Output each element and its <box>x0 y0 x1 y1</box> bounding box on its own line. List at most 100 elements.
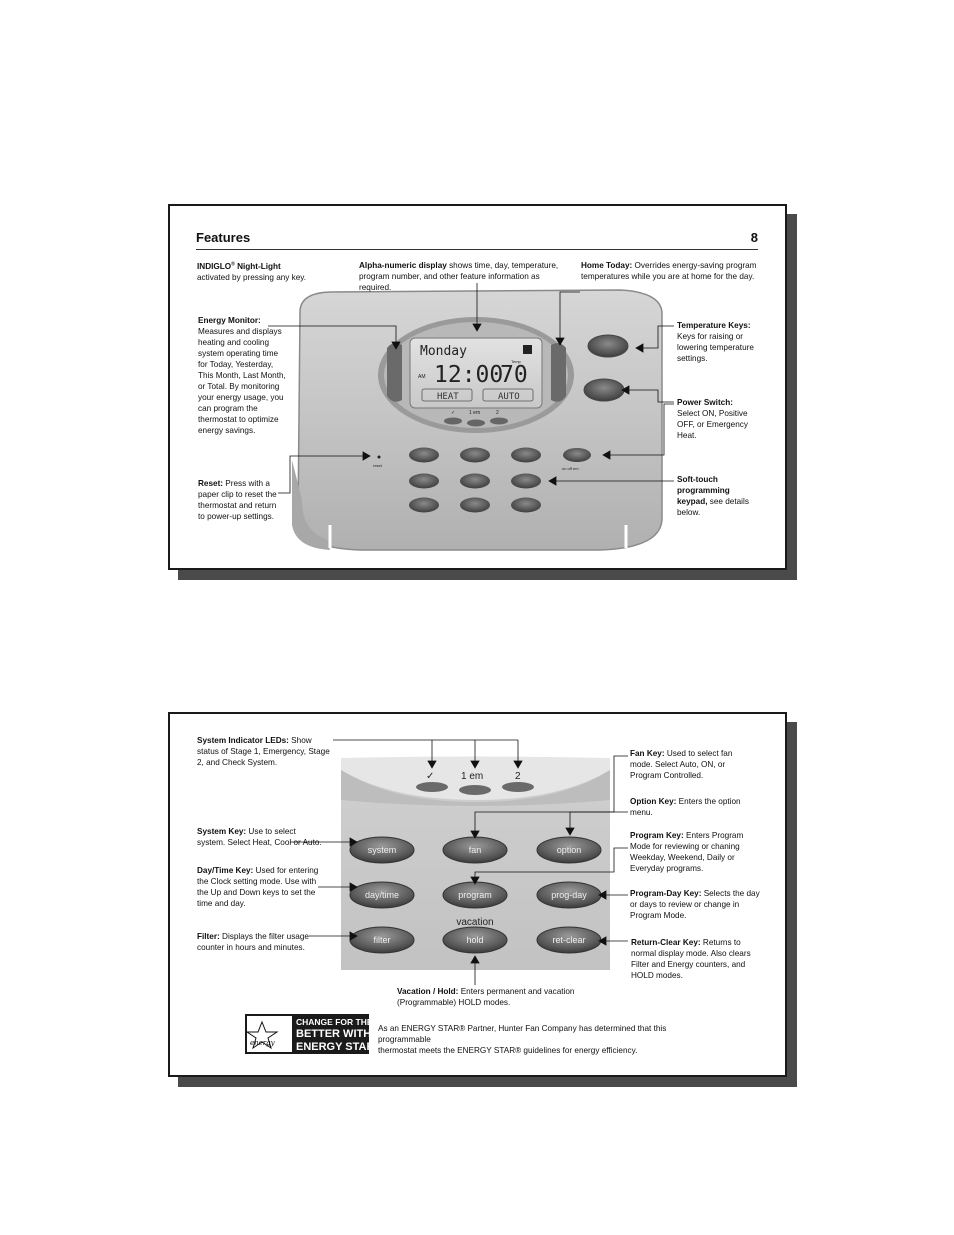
reset-desc: Press with a paper clip to reset the the… <box>198 479 277 521</box>
lcd-mode: HEAT <box>437 392 459 402</box>
progday-title: Program-Day Key: <box>630 889 702 898</box>
option-key-callout: Option Key: Enters the option menu. <box>630 796 750 818</box>
lcd-display <box>409 337 543 409</box>
led-stage1 <box>416 782 448 792</box>
filter-key-label: filter <box>373 935 390 945</box>
lcd-fan: AUTO <box>498 392 520 402</box>
home-today-callout: Home Today: Overrides energy-saving prog… <box>581 260 761 282</box>
leds-desc: Show status of Stage 1, Emergency, Stage… <box>197 736 330 767</box>
option-title: Option Key: <box>630 797 677 806</box>
retclear-desc: Returns to normal display mode. Also cle… <box>631 938 751 980</box>
energy-star-statement: As an ENERGY STAR® Partner, Hunter Fan C… <box>378 1023 718 1056</box>
system-leds-callout: System Indicator LEDs: Show status of St… <box>197 735 333 768</box>
indiglo-title-2: Night-Light <box>234 261 281 271</box>
led-label-em-2: 1 em <box>461 771 483 782</box>
page-title: Features <box>196 230 251 245</box>
page-number: 8 <box>750 230 758 245</box>
reset-callout: Reset: Press with a paper clip to reset … <box>198 478 282 522</box>
led-stage2 <box>502 782 534 792</box>
reset-title: Reset: <box>198 479 224 488</box>
energy-star-script: energy <box>250 1039 276 1047</box>
energy-star-logo: energy CHANGE FOR THE BETTER WITH ENERGY… <box>245 1014 374 1054</box>
indiglo-title: INDIGLO <box>197 261 232 271</box>
program-key-label: program <box>458 890 492 900</box>
power-title: Power Switch: <box>677 398 733 407</box>
lcd-temp: 70 <box>500 362 528 388</box>
power-labels: on off em <box>562 466 579 471</box>
energy-monitor-callout: Energy Monitor: Measures and displays he… <box>198 315 288 436</box>
led-emergency <box>459 785 491 795</box>
daytime-key[interactable] <box>349 881 415 909</box>
led-label-check: ✓ <box>451 410 455 416</box>
retclear-key-callout: Return-Clear Key: Returns to normal disp… <box>631 937 753 981</box>
daytime-key-label: day/time <box>365 890 399 900</box>
hold-key[interactable] <box>442 926 508 954</box>
fan-key-callout: Fan Key: Used to select fan mode. Select… <box>630 748 756 781</box>
soft-title: Soft-touch programming keypad, <box>677 475 730 506</box>
filter-desc: Displays the filter usage counter in hou… <box>197 932 309 952</box>
lcd-time: 12:00 <box>434 362 503 388</box>
retclear-key-label: ret-clear <box>552 935 585 945</box>
system-desc: Use to select system. Select Heat, Cool … <box>197 827 322 847</box>
progday-key-callout: Program-Day Key: Selects the day or days… <box>630 888 760 921</box>
hold-key-label: hold <box>466 935 483 945</box>
program-key-callout: Program Key: Enters Program Mode for rev… <box>630 830 750 874</box>
progday-desc: Selects the day or days to review or cha… <box>630 889 760 920</box>
temp-desc: Keys for raising or lowering temperature… <box>677 332 754 363</box>
energy-title: Energy Monitor: <box>198 316 261 325</box>
daytime-desc: Used for entering the Clock setting mode… <box>197 866 319 908</box>
filter-title: Filter: <box>197 932 220 941</box>
temp-up-key <box>587 334 629 358</box>
temperature-keys-callout: Temperature Keys: Keys for raising or lo… <box>677 320 759 364</box>
led-label-check-2: ✓ <box>426 771 434 782</box>
energy-star-statement-2: thermostat meets the ENERGY STAR® guidel… <box>378 1046 638 1055</box>
home-desc: Overrides energy-saving program temperat… <box>581 261 757 281</box>
vacation-desc: Enters permanent and vacation (Programma… <box>397 987 575 1007</box>
system-key-callout: System Key: Use to select system. Select… <box>197 826 323 848</box>
fan-desc: Used to select fan mode. Select Auto, ON… <box>630 749 733 780</box>
option-desc: Enters the option menu. <box>630 797 741 817</box>
fan-key-label: fan <box>469 845 482 855</box>
system-title: System Key: <box>197 827 247 836</box>
retclear-title: Return-Clear Key: <box>631 938 701 947</box>
led-label-2: 2 <box>496 410 499 416</box>
alpha-title: Alpha-numeric display <box>359 261 447 270</box>
home-title: Home Today: <box>581 261 633 270</box>
option-key[interactable] <box>536 836 602 864</box>
power-switch-callout: Power Switch: Select ON, Positive OFF, o… <box>677 397 749 441</box>
temp-title: Temperature Keys: <box>677 321 751 330</box>
soft-touch-callout: Soft-touch programming keypad, see detai… <box>677 474 753 518</box>
energy-star-line-1: CHANGE FOR THE <box>296 1017 373 1027</box>
energy-star-line-3: ENERGY STAR <box>296 1041 374 1053</box>
keypad-illustration <box>409 447 541 513</box>
system-key-label: system <box>368 845 397 855</box>
power-switch <box>563 448 591 462</box>
vacation-label: vacation <box>456 917 493 928</box>
filter-callout: Filter: Displays the filter usage counte… <box>197 931 313 953</box>
power-desc: Select ON, Positive OFF, or Emergency He… <box>677 409 748 440</box>
indiglo-desc: activated by pressing any key. <box>197 272 307 282</box>
alpha-display-callout: Alpha-numeric display shows time, day, t… <box>359 260 569 293</box>
soft-desc: see details below. <box>677 497 749 517</box>
indiglo-callout: INDIGLO® Night-Light activated by pressi… <box>197 259 347 283</box>
vacation-title: Vacation / Hold: <box>397 987 459 996</box>
daytime-key-callout: Day/Time Key: Used for entering the Cloc… <box>197 865 319 909</box>
energy-star-line-2: BETTER WITH <box>296 1028 371 1040</box>
alpha-desc: shows time, day, temperature, program nu… <box>359 261 559 292</box>
led-label-2-2: 2 <box>515 771 521 782</box>
fan-title: Fan Key: <box>630 749 665 758</box>
lcd-am: AM <box>418 374 426 380</box>
system-key[interactable] <box>349 836 415 864</box>
progday-key-label: prog-day <box>551 890 587 900</box>
led-label-em: 1 em <box>469 410 480 416</box>
option-key-label: option <box>557 845 582 855</box>
daytime-title: Day/Time Key: <box>197 866 254 875</box>
features-header: Features 8 <box>196 230 758 250</box>
lcd-day: Monday <box>420 344 467 359</box>
leds-title: System Indicator LEDs: <box>197 736 289 745</box>
indiglo-reg: ® <box>231 261 235 267</box>
energy-star-statement-1: As an ENERGY STAR® Partner, Hunter Fan C… <box>378 1024 667 1044</box>
energy-desc: Measures and displays heating and coolin… <box>198 327 286 435</box>
